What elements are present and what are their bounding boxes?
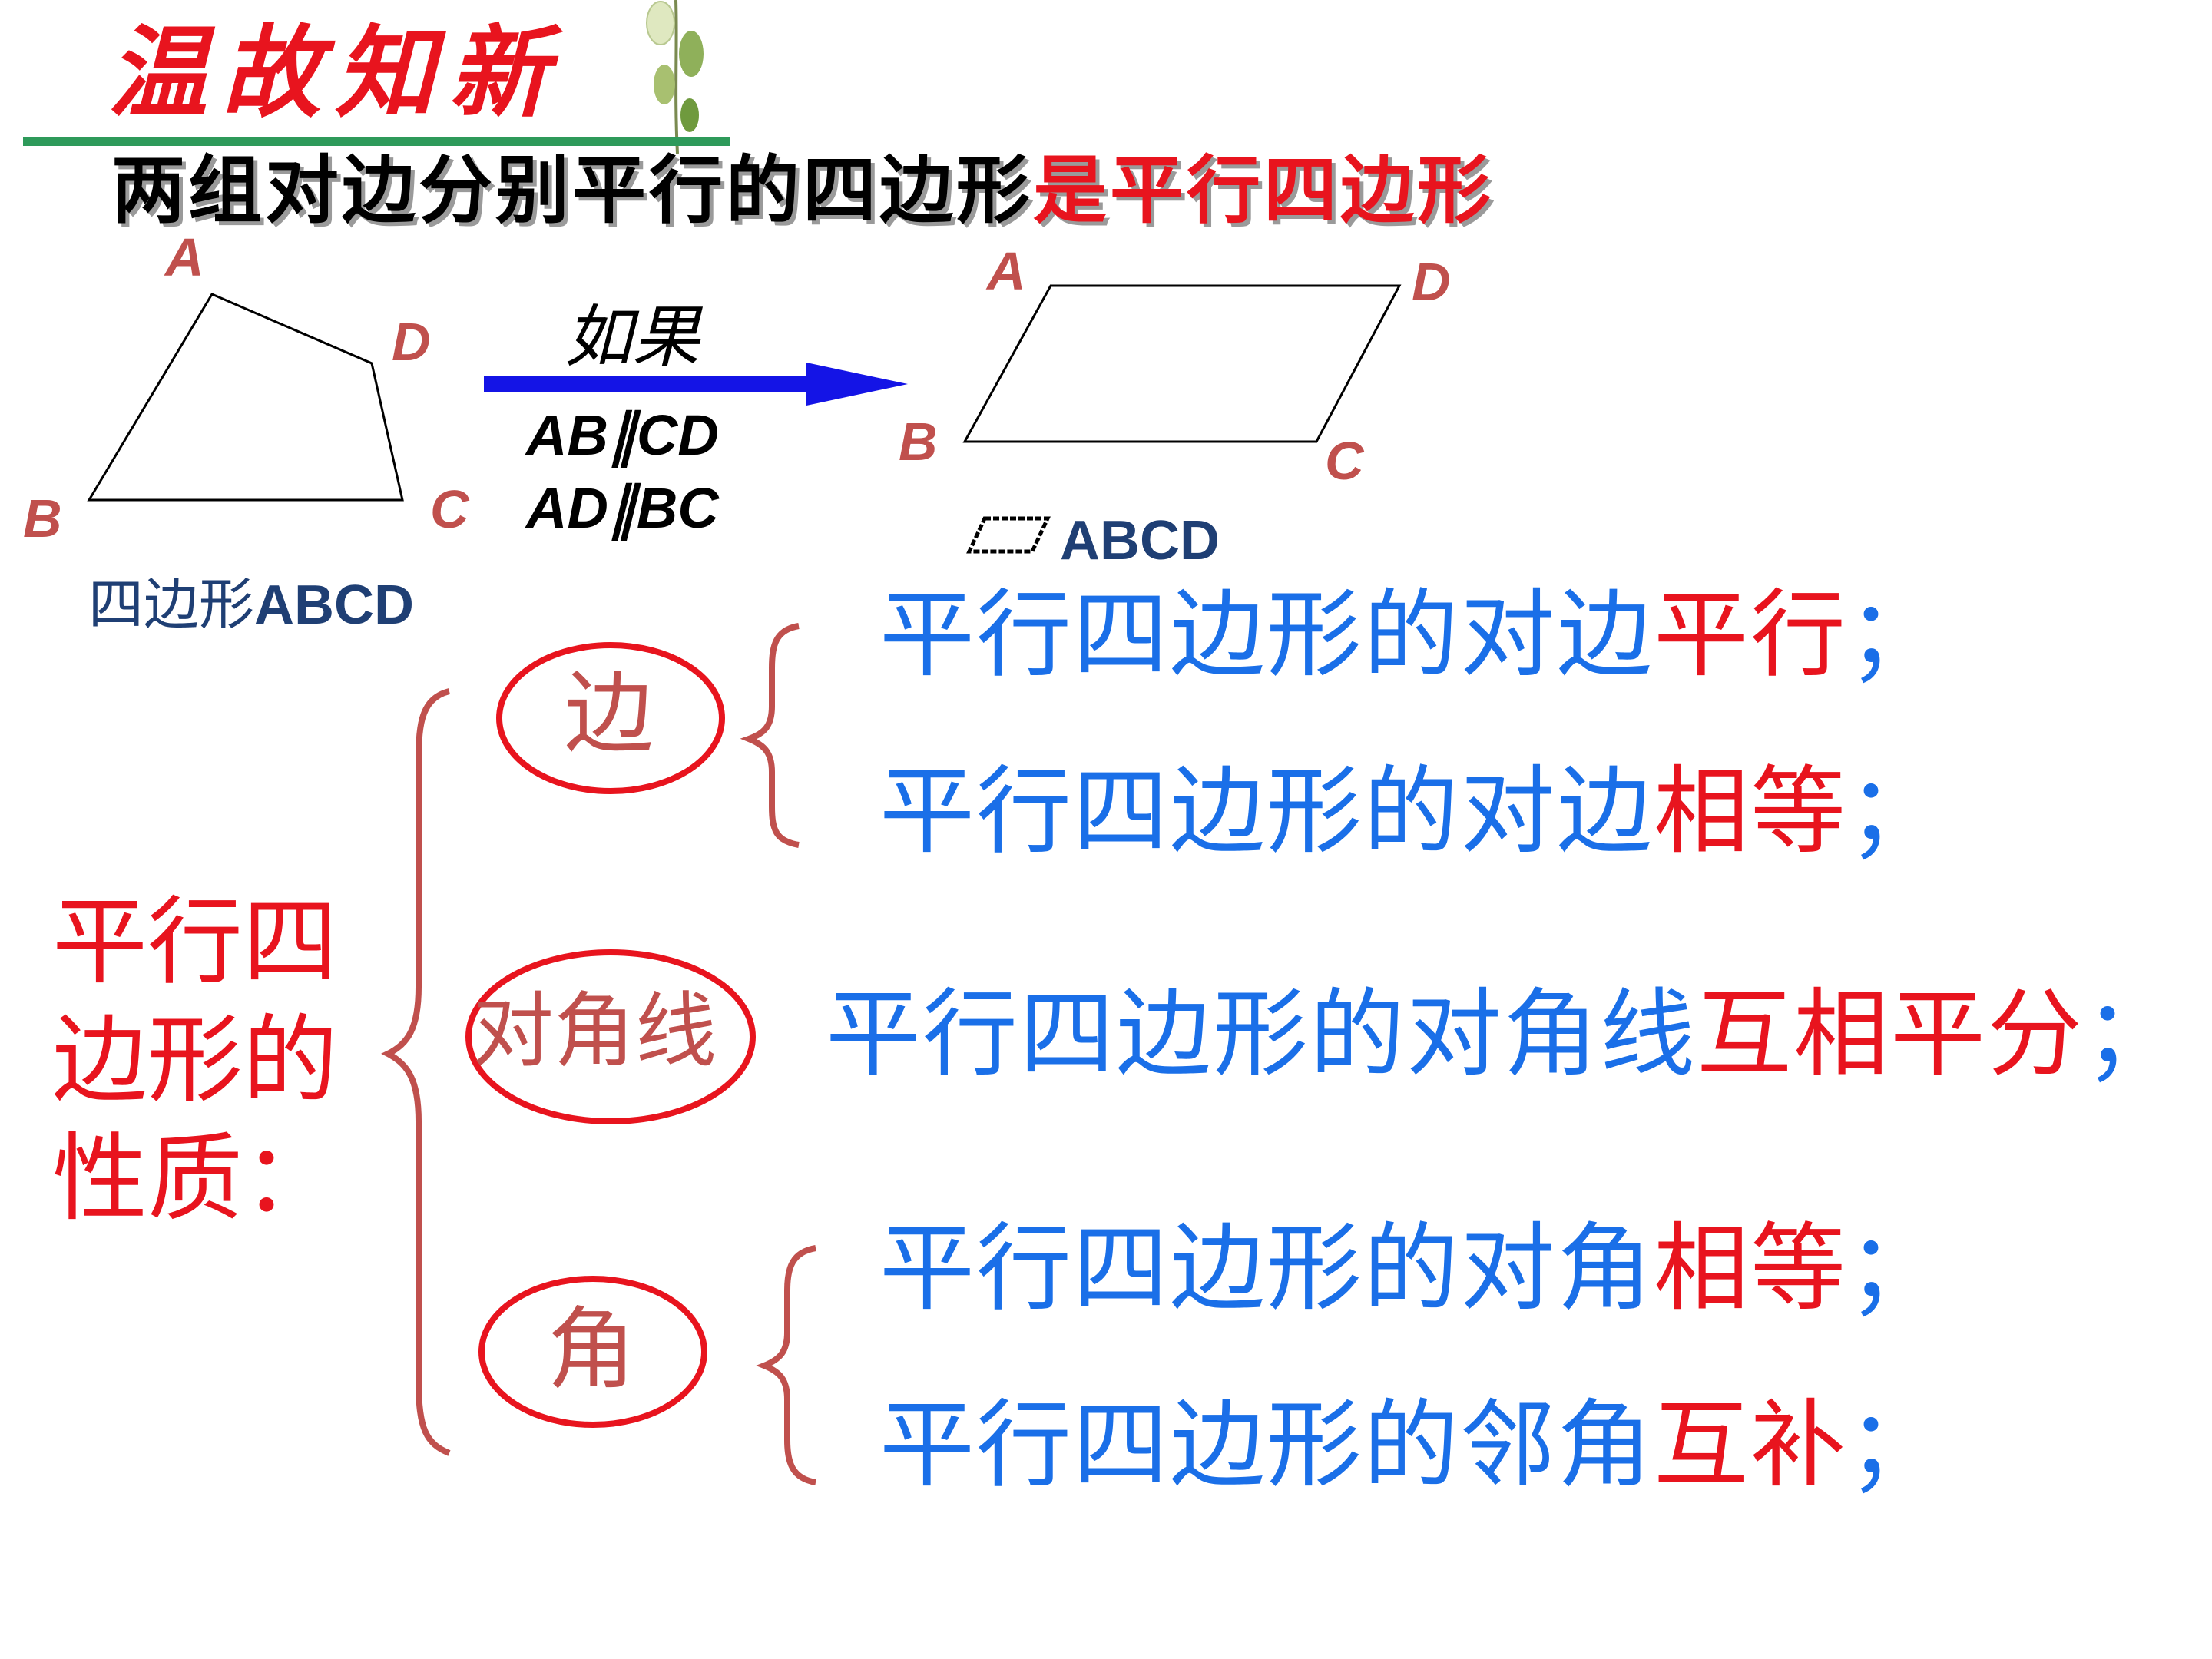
definition-emphasis: 是平行四边形	[1033, 147, 1494, 233]
property-angle-supp-end: ；	[1847, 1390, 1945, 1501]
property-diagonal-end: ；	[2084, 979, 2181, 1090]
header-underline	[23, 137, 730, 146]
property-diagonal-key: 互相平分	[1697, 979, 2085, 1090]
property-side-equal-text: 平行四边形的对边	[879, 757, 1654, 867]
quad-vertex-b: B	[23, 488, 62, 548]
definition-main: 两组对边分别平行的四边形	[111, 147, 1033, 233]
property-side-equal-end: ；	[1847, 757, 1945, 867]
quadrilateral-name: 四边形ABCD	[88, 578, 414, 633]
plant-decoration-icon	[646, 0, 704, 154]
para-vertex-b: B	[899, 412, 938, 472]
property-angle-supp-key: 互补	[1654, 1390, 1848, 1501]
para-vertex-c: C	[1325, 431, 1364, 491]
property-side-equal-key: 相等	[1654, 757, 1848, 867]
category-side: 边	[565, 662, 654, 766]
category-diagonal: 对角线	[472, 984, 717, 1078]
category-angle: 角	[547, 1298, 636, 1402]
property-angle-supplementary: 平行四边形的邻角互补；	[879, 1398, 1944, 1493]
para-vertex-a: A	[987, 241, 1026, 301]
definition-sentence: 两组对边分别平行的四边形是平行四边形	[111, 154, 1494, 227]
parallelogram-name: ABCD	[1060, 510, 1220, 571]
property-side-parallel-key: 平行	[1654, 580, 1848, 690]
property-diagonal-bisect: 平行四边形的对角线互相平分；	[826, 987, 2181, 1082]
property-side-parallel-text: 平行四边形的对边	[879, 580, 1654, 690]
properties-title: 平行四边形的性质：	[52, 887, 339, 1234]
quad-vertex-a: A	[165, 227, 204, 287]
condition-ad-bc: AD∥BC	[526, 476, 719, 540]
quad-vertex-c: C	[430, 479, 469, 539]
header-title: 温故知新	[108, 14, 563, 131]
property-side-parallel-end: ；	[1847, 580, 1945, 690]
property-diagonal-text: 平行四边形的对角线	[826, 979, 1697, 1090]
quad-vertex-d: D	[392, 312, 431, 372]
property-side-equal: 平行四边形的对边相等；	[879, 764, 1944, 859]
property-angle-equal: 平行四边形的对角相等；	[879, 1221, 1944, 1316]
property-angle-equal-text: 平行四边形的对角	[879, 1214, 1654, 1324]
property-angle-supp-text: 平行四边形的邻角	[879, 1390, 1654, 1501]
if-word: 如果	[565, 297, 700, 376]
property-angle-equal-key: 相等	[1654, 1214, 1848, 1324]
quadrilateral-name-prefix: 四边形	[88, 575, 255, 636]
quadrilateral-name-suffix: ABCD	[254, 575, 414, 636]
para-vertex-d: D	[1412, 252, 1451, 312]
property-side-parallel: 平行四边形的对边平行；	[879, 588, 1944, 683]
property-angle-equal-end: ；	[1847, 1214, 1945, 1324]
condition-ab-cd: AB∥CD	[526, 403, 719, 467]
